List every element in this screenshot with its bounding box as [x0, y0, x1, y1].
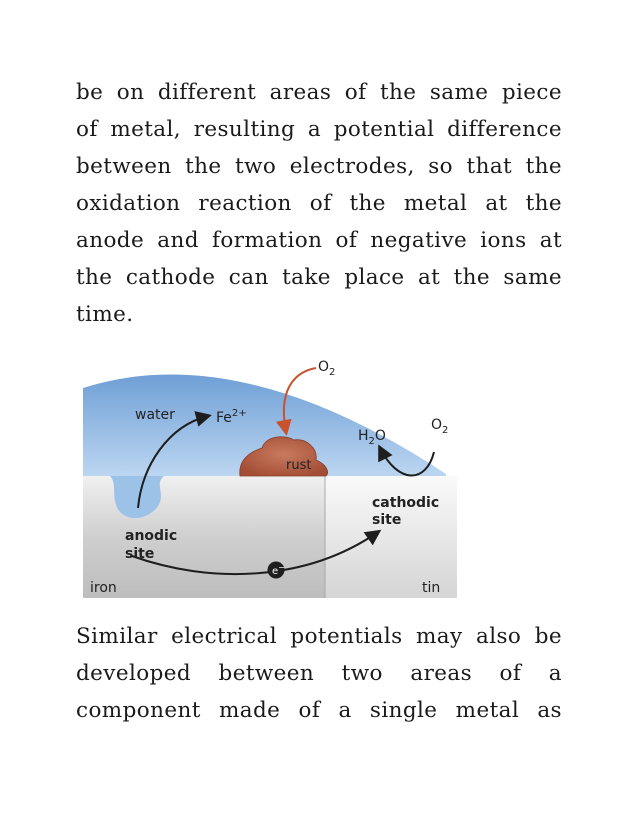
- text-line: time.: [76, 302, 134, 327]
- tin-label: tin: [422, 580, 440, 596]
- water-label: water: [135, 407, 175, 423]
- rust-label: rust: [286, 458, 311, 473]
- text-line: the cathode can take place at the same: [76, 265, 562, 290]
- tin-block: [325, 476, 457, 598]
- iron-label: iron: [90, 580, 117, 596]
- paragraph-bottom: Similar electrical potentials may also b…: [76, 618, 562, 729]
- text-line: of metal, resulting a potential differen…: [76, 117, 562, 142]
- water-droplet: [83, 374, 446, 476]
- h2o-label: H2O: [358, 428, 386, 447]
- electron-icon: [267, 561, 285, 579]
- text-line: Similar electrical potentials may also b…: [76, 624, 562, 649]
- rust-deposit: [239, 436, 328, 477]
- oxygen-arrow: [275, 367, 317, 436]
- paragraph-top: be on different areas of the same piece …: [76, 74, 562, 333]
- electron-label: e−: [272, 563, 285, 577]
- cathodic-site-label: site: [372, 512, 401, 528]
- water-formation-arrow: [378, 444, 435, 477]
- text-line: anode and formation of negative ions at: [76, 228, 562, 253]
- anodic-site-label: site: [125, 546, 154, 562]
- anodic-pit: [110, 476, 164, 519]
- text-line: be on different areas of the same piece: [76, 80, 562, 105]
- o2-right-label: O2: [431, 417, 448, 436]
- cathodic-label: cathodic: [372, 495, 439, 511]
- o2-top-label: O2: [318, 359, 335, 378]
- text-line: oxidation reaction of the metal at the: [76, 191, 562, 216]
- fe-ion-label: Fe2+: [216, 408, 247, 426]
- anodic-label: anodic: [125, 528, 177, 544]
- electron-flow-arrow: [131, 529, 382, 576]
- text-line: between the two electrodes, so that the: [76, 154, 562, 179]
- text-line: component made of a single metal as: [76, 698, 562, 723]
- text-line: developed between two areas of a: [76, 661, 562, 686]
- corrosion-diagram: e− O2 water Fe2+ H2O O2 rust cathodic si…: [83, 359, 457, 598]
- fe-ion-arrow: [137, 411, 212, 509]
